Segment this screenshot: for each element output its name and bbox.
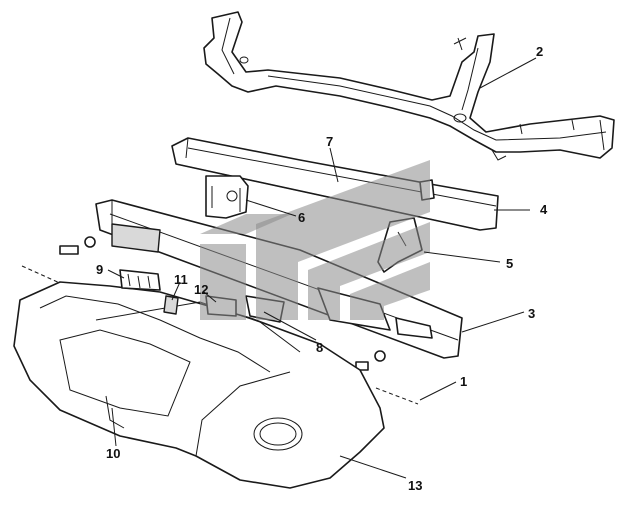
callout-labels: 1 2 3 4 5 6 7 8 9 10 11 12 13 [96, 44, 548, 493]
upper-frame-part-2 [203, 11, 615, 161]
leader-lines [107, 57, 537, 479]
callout-7: 7 [326, 134, 333, 149]
callout-11: 11 [174, 272, 188, 287]
callout-13: 13 [408, 478, 422, 493]
callout-10: 10 [106, 446, 120, 461]
hardware-bolts [21, 236, 419, 405]
callout-2: 2 [536, 44, 543, 59]
callout-1: 1 [460, 374, 467, 389]
callout-8: 8 [316, 340, 323, 355]
callout-6: 6 [298, 210, 305, 225]
callout-12: 12 [194, 282, 208, 297]
watermark-logo [200, 160, 430, 320]
callout-9: 9 [96, 262, 103, 277]
callout-5: 5 [506, 256, 513, 271]
bracket-part-6 [205, 175, 249, 219]
callout-4: 4 [540, 202, 548, 217]
callout-3: 3 [528, 306, 535, 321]
